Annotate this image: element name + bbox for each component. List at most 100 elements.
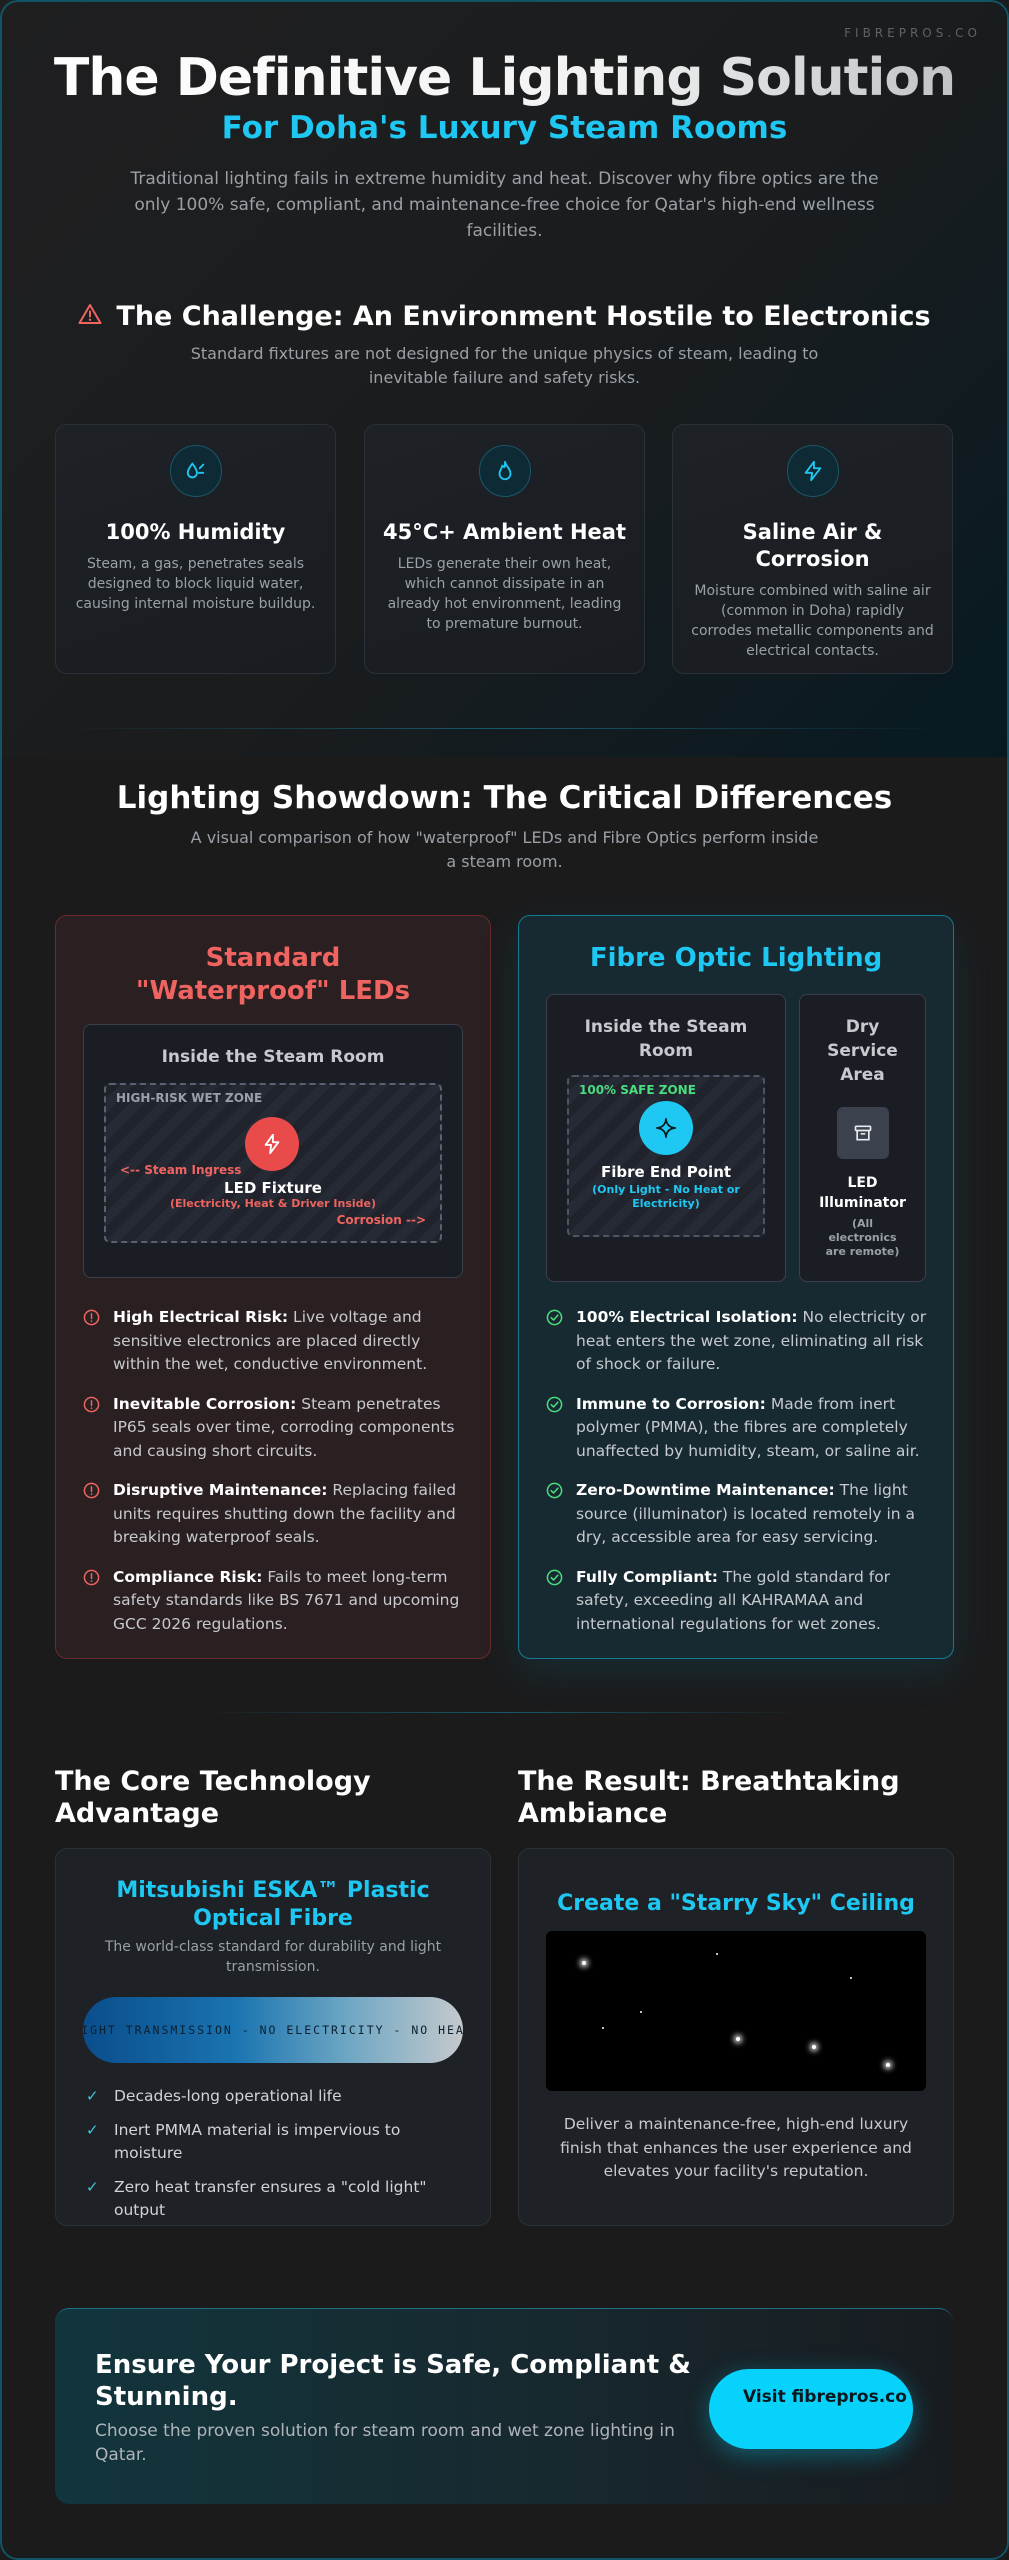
hero-title: The Definitive Lighting Solution [0, 48, 1009, 108]
alert-circle-icon [83, 1396, 101, 1464]
led-steam-room-diagram: Inside the Steam Room HIGH-RISK WET ZONE… [83, 1024, 463, 1278]
showdown-description: A visual comparison of how "waterproof" … [190, 828, 819, 871]
result-card-title: Create a "Starry Sky" Ceiling [557, 1891, 915, 1916]
bullet-text: Fails to meet long-term safety standards… [113, 1567, 460, 1633]
hero-section: FIBREPROS.CO The Definitive Lighting Sol… [0, 0, 1009, 757]
challenge-description: Standard fixtures are not designed for t… [190, 344, 819, 387]
challenge-card-humidity: 100% Humidity Steam, a gas, penetrates s… [55, 424, 336, 674]
core-card-title: Mitsubishi ESKA™ Plastic Optical Fibre [116, 1878, 430, 1931]
sparkle-icon [639, 1101, 693, 1155]
check-icon: ✓ [86, 2177, 99, 2196]
bullet-text: The gold standard for safety, exceeding … [576, 1567, 891, 1633]
challenge-card-text: Moisture combined with saline air (commo… [691, 583, 934, 659]
challenge-card-heat: 45°C+ Ambient Heat LEDs generate their o… [364, 424, 645, 674]
visit-website-button[interactable]: Visit fibrepros.co [709, 2369, 913, 2449]
bullet-bold: Fully Compliant: [576, 1567, 718, 1586]
bullet-bold: Compliance Risk: [113, 1567, 263, 1586]
bullet-bold: Inevitable Corrosion: [113, 1394, 297, 1413]
fibre-benefit-list: 100% Electrical Isolation: No electricit… [546, 1306, 929, 1652]
check-text: Zero heat transfer ensures a "cold light… [114, 2177, 427, 2220]
list-item: ✓ Decades-long operational life [86, 2085, 470, 2109]
fibre-panel: Fibre Optic Lighting Inside the Steam Ro… [518, 915, 954, 1659]
challenge-card-text: LEDs generate their own heat, which cann… [387, 556, 622, 632]
led-fixture-note: (Electricity, Heat & Driver Inside) [169, 1197, 377, 1210]
fibre-steam-room-diagram: Inside the Steam Room 100% SAFE ZONE Fib… [546, 994, 786, 1282]
bullet-text: The light source (illuminator) is locate… [576, 1481, 916, 1546]
challenge-card-title: 100% Humidity [105, 520, 286, 544]
bullet-text: Steam penetrates IP65 seals over time, c… [113, 1394, 455, 1460]
alert-circle-icon [83, 1482, 101, 1550]
fibre-room-title: Inside the Steam Room [584, 1017, 748, 1061]
led-bolt-icon [245, 1117, 299, 1171]
bullet-text: Made from inert polymer (PMMA), the fibr… [576, 1394, 920, 1460]
list-item: Zero-Downtime Maintenance: The light sou… [546, 1479, 929, 1550]
corrosion-label: Corrosion --> [336, 1213, 426, 1227]
bullet-text: No electricity or heat enters the wet zo… [576, 1308, 927, 1373]
core-technology-card: Mitsubishi ESKA™ Plastic Optical Fibre T… [55, 1848, 491, 2226]
section-divider [55, 728, 953, 729]
list-item: 100% Electrical Isolation: No electricit… [546, 1306, 929, 1377]
result-card: Create a "Starry Sky" Ceiling Deliver a … [518, 1848, 954, 2226]
challenge-card-title: 45°C+ Ambient Heat [383, 520, 626, 544]
fibre-fixture-note: (Only Light - No Heat or Electricity) [592, 1183, 740, 1210]
check-circle-icon [546, 1569, 564, 1637]
check-circle-icon [546, 1396, 564, 1464]
led-risk-list: High Electrical Risk: Live voltage and s… [83, 1306, 466, 1652]
check-circle-icon [546, 1482, 564, 1550]
bullet-bold: High Electrical Risk: [113, 1308, 289, 1326]
challenge-card-title: Saline Air & Corrosion [742, 520, 883, 571]
starry-sky-image [546, 1931, 926, 2091]
alert-circle-icon [83, 1569, 101, 1637]
dry-area-title: Dry Service Area [827, 1017, 898, 1085]
bullet-bold: Disruptive Maintenance: [113, 1481, 328, 1499]
bullet-bold: 100% Electrical Isolation: [576, 1308, 798, 1326]
fibre-fixture-name: Fibre End Point [600, 1163, 732, 1181]
check-icon: ✓ [86, 2087, 99, 2105]
droplet-icon [169, 445, 222, 497]
fibre-panel-title: Fibre Optic Lighting [589, 943, 883, 973]
section-divider [200, 1712, 809, 1713]
warning-triangle-icon [78, 301, 102, 332]
list-item: ✓ Inert PMMA material is impervious to mo… [86, 2119, 470, 2166]
core-card-description: The world-class standard for durability … [104, 1939, 442, 1975]
alert-circle-icon [83, 1309, 101, 1377]
list-item: Immune to Corrosion: Made from inert pol… [546, 1393, 929, 1464]
illuminator-name: LED Illuminator [819, 1175, 906, 1211]
list-item: ✓ Zero heat transfer ensures a "cold ligh… [86, 2176, 470, 2223]
check-text: Inert PMMA material is impervious to moi… [114, 2120, 401, 2163]
led-wet-zone: HIGH-RISK WET ZONE <-- Steam Ingress LED… [104, 1083, 442, 1243]
bullet-text: Live voltage and sensitive electronics a… [113, 1308, 428, 1373]
optical-fibre-cable: LIGHT TRANSMISSION - NO ELECTRICITY - NO… [83, 1997, 463, 2063]
list-item: High Electrical Risk: Live voltage and s… [83, 1306, 466, 1377]
cta-title: Ensure Your Project is Safe, Compliant &… [95, 2350, 691, 2412]
bullet-bold: Immune to Corrosion: [576, 1394, 766, 1413]
led-fixture-name: LED Fixture [224, 1179, 322, 1197]
challenge-heading: The Challenge: An Environment Hostile to… [0, 301, 1009, 332]
fibre-zone-label: 100% SAFE ZONE [579, 1083, 696, 1097]
led-zone-label: HIGH-RISK WET ZONE [116, 1091, 263, 1105]
core-heading: The Core Technology Advantage [55, 1766, 371, 1829]
check-icon: ✓ [86, 2120, 99, 2139]
fibre-safe-zone: 100% SAFE ZONE Fibre End Point (Only Lig… [567, 1075, 765, 1237]
bullet-text: Replacing failed units requires shutting… [113, 1481, 457, 1546]
result-heading: The Result: Breathtaking Ambiance [518, 1766, 900, 1829]
list-item: Fully Compliant: The gold standard for s… [546, 1566, 929, 1637]
challenge-card-text: Steam, a gas, penetrates seals designed … [75, 556, 316, 612]
cta-description: Choose the proven solution for steam roo… [95, 2421, 675, 2465]
bullet-bold: Zero-Downtime Maintenance: [576, 1481, 835, 1499]
archive-box-icon [836, 1107, 889, 1159]
illuminator-note: (All electronics are remote) [825, 1217, 900, 1258]
check-text: Decades-long operational life [114, 2087, 342, 2105]
list-item: Compliance Risk: Fails to meet long-term… [83, 1566, 466, 1637]
challenge-card-corrosion: Saline Air & Corrosion Moisture combined… [672, 424, 953, 674]
list-item: Disruptive Maintenance: Replacing failed… [83, 1479, 466, 1550]
dry-service-area: Dry Service Area LED Illuminator (All el… [799, 994, 926, 1282]
hero-subtitle: For Doha's Luxury Steam Rooms [221, 110, 788, 146]
list-item: Inevitable Corrosion: Steam penetrates I… [83, 1393, 466, 1464]
bolt-icon [786, 445, 839, 497]
led-panel-title: Standard "Waterproof" LEDs [135, 943, 411, 1006]
challenge-title: The Challenge: An Environment Hostile to… [116, 301, 931, 332]
led-panel: Standard "Waterproof" LEDs Inside the St… [55, 915, 491, 1659]
showdown-title: Lighting Showdown: The Critical Differen… [116, 780, 893, 816]
result-card-description: Deliver a maintenance-free, high-end lux… [560, 2115, 912, 2180]
